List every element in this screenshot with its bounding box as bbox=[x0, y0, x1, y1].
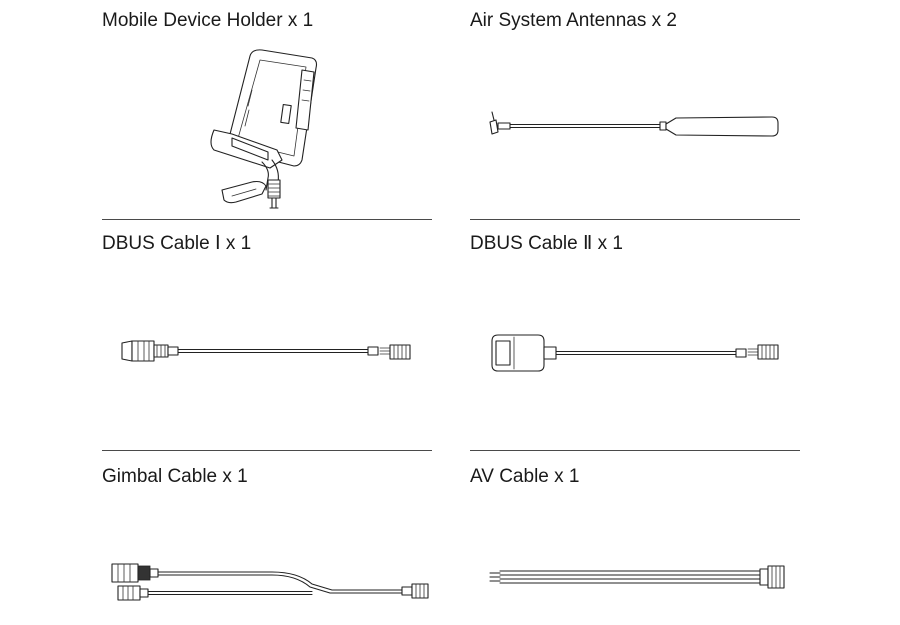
item-label: DBUS Cable Ⅰ x 1 bbox=[102, 233, 252, 254]
item-mobile-device-holder: Mobile Device Holder x 1 bbox=[102, 10, 432, 215]
item-label: DBUS Cable Ⅱ x 1 bbox=[470, 233, 623, 254]
item-label: AV Cable x 1 bbox=[470, 466, 580, 487]
item-dbus-cable-2: DBUS Cable Ⅱ x 1 bbox=[470, 233, 800, 443]
dbus-cable-2-icon bbox=[491, 334, 779, 372]
dbus-cable-1-icon bbox=[121, 340, 411, 362]
divider-row-2-right bbox=[470, 450, 800, 451]
antenna-icon bbox=[489, 111, 779, 137]
item-dbus-cable-1: DBUS Cable Ⅰ x 1 bbox=[102, 233, 432, 443]
mobile-device-holder-icon bbox=[210, 49, 318, 209]
divider-row-2-left bbox=[102, 450, 432, 451]
av-cable-icon bbox=[489, 565, 785, 589]
divider-row-1-right bbox=[470, 219, 800, 220]
item-label: Air System Antennas x 2 bbox=[470, 10, 677, 31]
divider-row-1-left bbox=[102, 219, 432, 220]
item-air-system-antennas: Air System Antennas x 2 bbox=[470, 10, 800, 215]
item-gimbal-cable: Gimbal Cable x 1 bbox=[102, 466, 432, 625]
item-av-cable: AV Cable x 1 bbox=[470, 466, 800, 625]
item-label: Gimbal Cable x 1 bbox=[102, 466, 248, 487]
item-label: Mobile Device Holder x 1 bbox=[102, 10, 314, 31]
gimbal-cable-icon bbox=[111, 563, 429, 601]
